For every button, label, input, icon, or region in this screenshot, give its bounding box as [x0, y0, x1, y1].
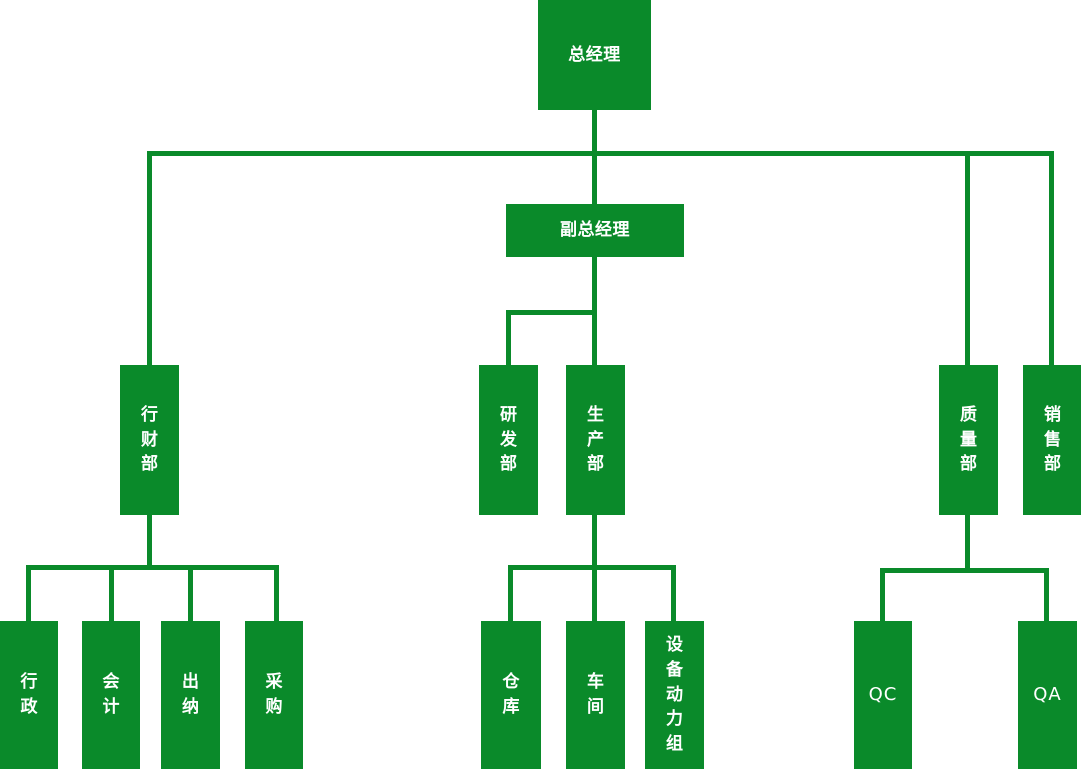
connector-gm-stem — [592, 110, 597, 155]
node-warehouse-label: 仓库 — [502, 672, 520, 717]
connector-drop-admin-finance — [147, 151, 152, 367]
node-rd-dept[interactable]: 研发部 — [479, 365, 538, 515]
node-qc[interactable]: QC — [854, 621, 912, 769]
connector-drop-sales — [1049, 151, 1054, 367]
connector-drop-equipment-power — [671, 565, 676, 623]
connector-drop-accounting — [109, 565, 114, 623]
node-admin-finance-dept-label: 行财部 — [141, 405, 159, 475]
node-quality-dept-label: 质量部 — [960, 405, 978, 475]
node-equipment-power-group[interactable]: 设备动力组 — [645, 621, 704, 769]
connector-drop-rd — [506, 310, 511, 367]
node-rd-dept-label: 研发部 — [500, 405, 518, 475]
connector-quality-bus — [880, 568, 1049, 573]
node-administration-label: 行政 — [20, 672, 38, 717]
connector-drop-warehouse — [508, 565, 513, 623]
node-administration[interactable]: 行政 — [0, 621, 58, 769]
node-sales-dept[interactable]: 销售部 — [1023, 365, 1081, 515]
node-admin-finance-dept[interactable]: 行财部 — [120, 365, 179, 515]
node-cashier[interactable]: 出纳 — [161, 621, 220, 769]
node-general-manager[interactable]: 总经理 — [538, 0, 651, 110]
node-deputy-general-manager[interactable]: 副总经理 — [506, 204, 684, 257]
node-general-manager-label: 总经理 — [568, 44, 621, 65]
node-qc-label: QC — [868, 684, 898, 706]
connector-drop-cashier — [188, 565, 193, 623]
connector-drop-workshop — [592, 565, 597, 623]
node-purchasing-label: 采购 — [265, 672, 283, 717]
node-deputy-general-manager-label: 副总经理 — [560, 220, 630, 241]
node-production-dept-label: 生产部 — [587, 405, 605, 475]
connector-quality-stem — [965, 513, 970, 571]
node-warehouse[interactable]: 仓库 — [481, 621, 541, 769]
node-sales-dept-label: 销售部 — [1044, 405, 1062, 475]
connector-drop-purchasing — [274, 565, 279, 623]
node-production-dept[interactable]: 生产部 — [566, 365, 625, 515]
node-accounting[interactable]: 会计 — [82, 621, 140, 769]
node-equipment-power-group-label: 设备动力组 — [666, 635, 684, 754]
node-qa-label: QA — [1033, 684, 1062, 706]
node-workshop-label: 车间 — [587, 672, 605, 717]
node-qa[interactable]: QA — [1018, 621, 1077, 769]
node-cashier-label: 出纳 — [182, 672, 200, 717]
node-purchasing[interactable]: 采购 — [245, 621, 303, 769]
connector-admin-finance-stem — [147, 513, 152, 569]
connector-drop-administration — [26, 565, 31, 623]
node-accounting-label: 会计 — [102, 672, 120, 717]
node-quality-dept[interactable]: 质量部 — [939, 365, 998, 515]
node-workshop[interactable]: 车间 — [566, 621, 625, 769]
connector-admin-finance-bus — [27, 565, 279, 570]
connector-level2-bus — [149, 151, 1054, 156]
connector-deputy-bus — [506, 310, 597, 315]
connector-production-stem — [592, 513, 597, 569]
connector-drop-qc — [880, 568, 885, 623]
connector-drop-deputy-gm — [592, 151, 597, 206]
connector-drop-qa — [1044, 568, 1049, 623]
connector-drop-quality — [965, 151, 970, 367]
